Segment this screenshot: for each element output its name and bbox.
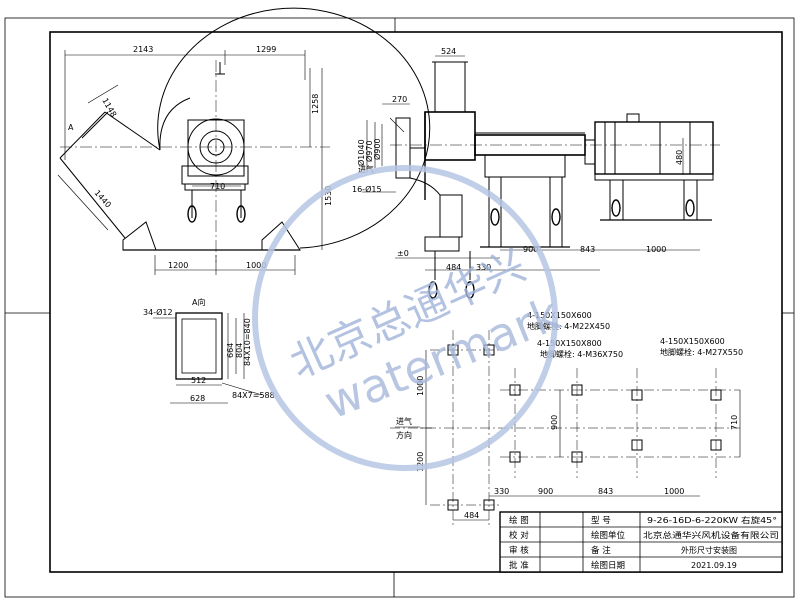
foundation-dim-1000: 1000: [416, 376, 425, 396]
side-dim-524: 524: [441, 47, 456, 56]
side-dia-1040: Ø1040: [356, 139, 366, 166]
side-dia-900: Ø900: [372, 138, 382, 160]
foundation-note-c-bolt: 地脚螺栓: 4-M27X550: [660, 347, 743, 357]
side-dia-970: Ø970: [364, 140, 374, 162]
foundation-dim-484: 484: [464, 511, 479, 520]
side-foot-330: 330: [476, 263, 491, 272]
foundation-note-a-size: 4-150X150X600: [527, 311, 592, 320]
side-foot-843: 843: [580, 245, 595, 254]
side-foot-1000: 1000: [646, 245, 666, 254]
dim-front-1440: 1440: [93, 188, 113, 209]
tb-check-label: 校 对: [509, 530, 529, 541]
inlet-width-628: 628: [190, 394, 205, 403]
side-foot-900: 900: [523, 245, 538, 254]
foundation-dim-900: 900: [538, 487, 553, 496]
foundation-note-b-size: 4-150X150X800: [537, 339, 602, 348]
foundation-dim-900v: 900: [550, 415, 559, 430]
foundation-note-a-bolt: 地脚螺栓: 4-M22X450: [527, 321, 610, 331]
foundation-inlet-dir-a: 进气: [396, 416, 412, 426]
front-view-dim-lines: [57, 50, 323, 275]
tb-approve-label: 批 准: [509, 560, 529, 571]
tb-model-value: 9-26-16D-6-220KW 右旋45°: [647, 515, 777, 525]
inlet-height-840: 84X10=840: [243, 318, 252, 366]
title-block-grid: [499, 511, 783, 573]
side-plus-zero: ±0: [397, 249, 409, 258]
dim-front-2143: 2143: [133, 45, 153, 54]
fan-front-view: [59, 7, 431, 262]
foundation-dim-1000b: 1000: [664, 487, 684, 496]
inlet-view-title: A向: [192, 297, 205, 307]
side-inlet-label: 进气: [358, 164, 374, 174]
foundation-dim-1200: 1200: [416, 452, 425, 472]
tb-remark-value: 外形尺寸安装图: [681, 545, 737, 555]
inlet-bolt-count: 34-Ø12: [143, 307, 173, 317]
side-height-480: 480: [675, 150, 684, 165]
view-marker-a: A: [68, 123, 74, 132]
side-foot-484: 484: [446, 263, 461, 272]
foundation-note-c-size: 4-150X150X600: [660, 337, 725, 346]
foundation-dim-843: 843: [598, 487, 613, 496]
side-view-dim-lines: [362, 55, 700, 271]
dim-front-1258: 1258: [311, 94, 320, 114]
side-dim-270: 270: [392, 95, 407, 104]
tb-draw-label: 绘 图: [509, 515, 529, 526]
inlet-height-664: 664: [226, 343, 235, 358]
foundation-dim-lines: [395, 350, 741, 521]
drawing-frame: [4, 17, 795, 598]
tb-remark-label: 备 注: [591, 545, 611, 556]
dim-front-1530: 1530: [324, 186, 333, 206]
tb-date-label: 绘图日期: [591, 560, 625, 571]
side-bolt-label: 16-Ø15: [352, 184, 382, 194]
fan-side-view: [390, 61, 720, 299]
tb-review-label: 审 核: [509, 545, 529, 556]
inlet-detail-view: [153, 312, 263, 404]
foundation-inlet-dir-b: 方向: [396, 430, 412, 440]
dim-front-710: 710: [210, 182, 225, 191]
tb-unit-label: 绘图单位: [591, 530, 626, 541]
dim-front-1148: 1148: [100, 97, 118, 119]
dim-front-1200: 1200: [168, 261, 188, 270]
foundation-dim-710: 710: [730, 415, 739, 430]
tb-unit-value: 北京总通华兴风机设备有限公司: [643, 530, 779, 540]
foundation-note-b-bolt: 地脚螺栓: 4-M36X750: [540, 349, 623, 359]
tb-model-label: 型 号: [591, 516, 611, 526]
inlet-bottom-pitch: 84X7=588: [232, 391, 275, 400]
inlet-width-512: 512: [191, 376, 206, 385]
inlet-height-804: 804: [235, 343, 244, 358]
dim-front-1299: 1299: [256, 45, 276, 54]
tb-date-value: 2021.09.19: [691, 561, 737, 570]
foundation-dim-330: 330: [494, 487, 509, 496]
dim-front-1000: 1000: [246, 261, 266, 270]
